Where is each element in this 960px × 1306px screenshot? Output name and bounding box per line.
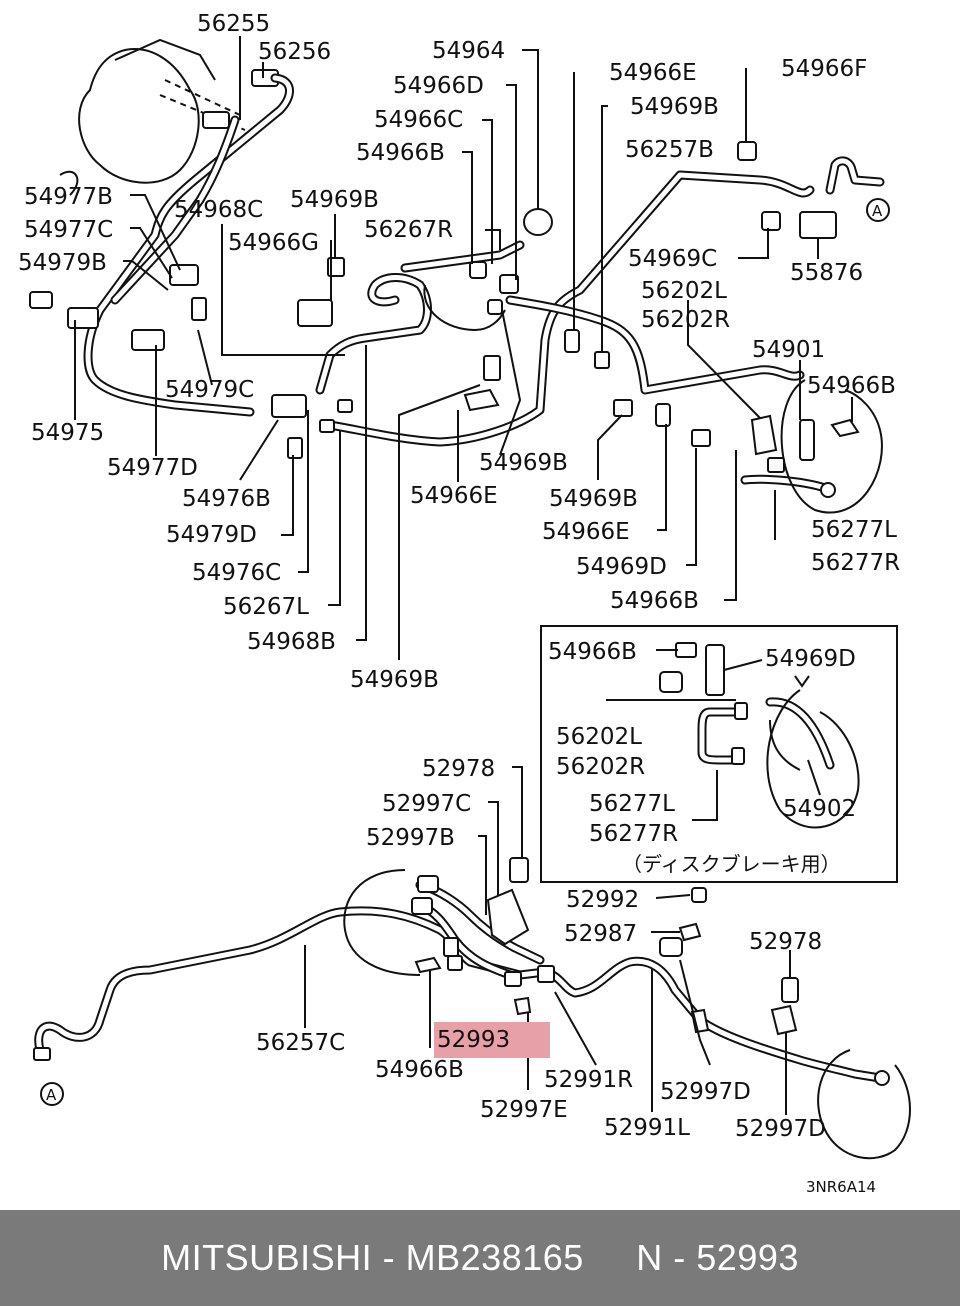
label-56255: 56255 bbox=[197, 11, 270, 37]
label-52978-right: 52978 bbox=[749, 929, 822, 955]
inset-caption: （ディスクブレーキ用） bbox=[622, 852, 841, 876]
disc-brake-inset bbox=[540, 625, 898, 883]
label-54975: 54975 bbox=[31, 420, 104, 446]
label-54966E-top: 54966E bbox=[609, 60, 697, 86]
label-52993: 52993 bbox=[437, 1027, 510, 1053]
label-inset-56202R: 56202R bbox=[556, 754, 645, 780]
label-54901: 54901 bbox=[752, 337, 825, 363]
label-54969B-topright: 54969B bbox=[630, 94, 719, 120]
label-54966C: 54966C bbox=[374, 107, 463, 133]
label-54966B-right: 54966B bbox=[807, 373, 896, 399]
label-inset-54902: 54902 bbox=[783, 796, 856, 822]
label-52997D-mid: 52997D bbox=[660, 1079, 751, 1105]
label-52997D-right: 52997D bbox=[735, 1116, 826, 1142]
label-54979C: 54979C bbox=[165, 377, 254, 403]
part-number: MB238165 bbox=[405, 1237, 584, 1278]
label-52987: 52987 bbox=[564, 921, 637, 947]
label-54966F: 54966F bbox=[781, 56, 867, 82]
ref-mark-bottom: A bbox=[46, 1086, 57, 1104]
label-inset-54966B: 54966B bbox=[548, 639, 637, 665]
label-inset-54969D: 54969D bbox=[765, 646, 856, 672]
label-54966B-bottom: 54966B bbox=[375, 1057, 464, 1083]
upper-brake-pipes bbox=[83, 73, 885, 514]
label-54966B-lower: 54966B bbox=[610, 588, 699, 614]
label-54969D: 54969D bbox=[576, 554, 667, 580]
label-54969B-right: 54969B bbox=[549, 486, 638, 512]
diagram-code: 3NR6A14 bbox=[806, 1178, 876, 1196]
label-56277L: 56277L bbox=[811, 517, 897, 543]
label-56257B: 56257B bbox=[625, 137, 714, 163]
label-52997C: 52997C bbox=[382, 791, 471, 817]
leader-lines bbox=[74, 36, 853, 1115]
label-inset-56277L: 56277L bbox=[589, 791, 675, 817]
label-56256: 56256 bbox=[258, 39, 331, 65]
label-54977D: 54977D bbox=[107, 455, 198, 481]
label-52978-left: 52978 bbox=[422, 756, 495, 782]
ref-mark-top: A bbox=[872, 202, 883, 220]
label-52992: 52992 bbox=[566, 887, 639, 913]
part-info-footer: MITSUBISHI - MB238165 N - 52993 bbox=[0, 1210, 960, 1306]
label-54966E-center: 54966E bbox=[410, 483, 498, 509]
brake-line-diagram: 56255 56256 54964 54966D 54966C 54966B 5… bbox=[18, 11, 911, 1196]
label-52997E: 52997E bbox=[480, 1097, 568, 1123]
label-52991L: 52991L bbox=[604, 1115, 690, 1141]
label-54976C: 54976C bbox=[192, 560, 281, 586]
brand-name: MITSUBISHI bbox=[161, 1237, 373, 1278]
label-54979D: 54979D bbox=[166, 522, 257, 548]
label-56202L: 56202L bbox=[641, 278, 727, 304]
label-54964: 54964 bbox=[432, 38, 505, 64]
part-labels: 56255 56256 54964 54966D 54966C 54966B 5… bbox=[18, 11, 900, 1196]
label-54976B: 54976B bbox=[182, 486, 271, 512]
master-cylinder bbox=[59, 38, 279, 196]
label-54968B: 54968B bbox=[247, 629, 336, 655]
label-56257C: 56257C bbox=[256, 1030, 345, 1056]
footer-text: MITSUBISHI - MB238165 N - 52993 bbox=[161, 1237, 799, 1278]
label-54977B: 54977B bbox=[24, 184, 113, 210]
label-54966D: 54966D bbox=[393, 73, 484, 99]
label-56267R: 56267R bbox=[364, 217, 453, 243]
label-55876: 55876 bbox=[790, 260, 863, 286]
label-54969B-mid: 54969B bbox=[290, 187, 379, 213]
label-54969B-bottom: 54969B bbox=[350, 667, 439, 693]
label-56277R: 56277R bbox=[811, 550, 900, 576]
label-54977C: 54977C bbox=[24, 217, 113, 243]
label-54979B: 54979B bbox=[18, 250, 107, 276]
label-52991R: 52991R bbox=[544, 1067, 633, 1093]
label-54969B-center: 54969B bbox=[479, 450, 568, 476]
label-54966B-top: 54966B bbox=[356, 140, 445, 166]
upper-parts bbox=[29, 141, 890, 498]
lower-parts bbox=[33, 857, 890, 1086]
label-54966G: 54966G bbox=[228, 230, 319, 256]
label-56267L: 56267L bbox=[223, 594, 309, 620]
label-inset-56277R: 56277R bbox=[589, 821, 678, 847]
label-54968C: 54968C bbox=[174, 197, 263, 223]
label-54966E-right: 54966E bbox=[542, 519, 630, 545]
highlight-box bbox=[434, 1022, 550, 1058]
label-52997B: 52997B bbox=[366, 825, 455, 851]
label-inset-56202L: 56202L bbox=[556, 724, 642, 750]
label-54969C: 54969C bbox=[628, 246, 717, 272]
label-56202R: 56202R bbox=[641, 307, 730, 333]
diagram-ref: N - 52993 bbox=[636, 1237, 799, 1278]
